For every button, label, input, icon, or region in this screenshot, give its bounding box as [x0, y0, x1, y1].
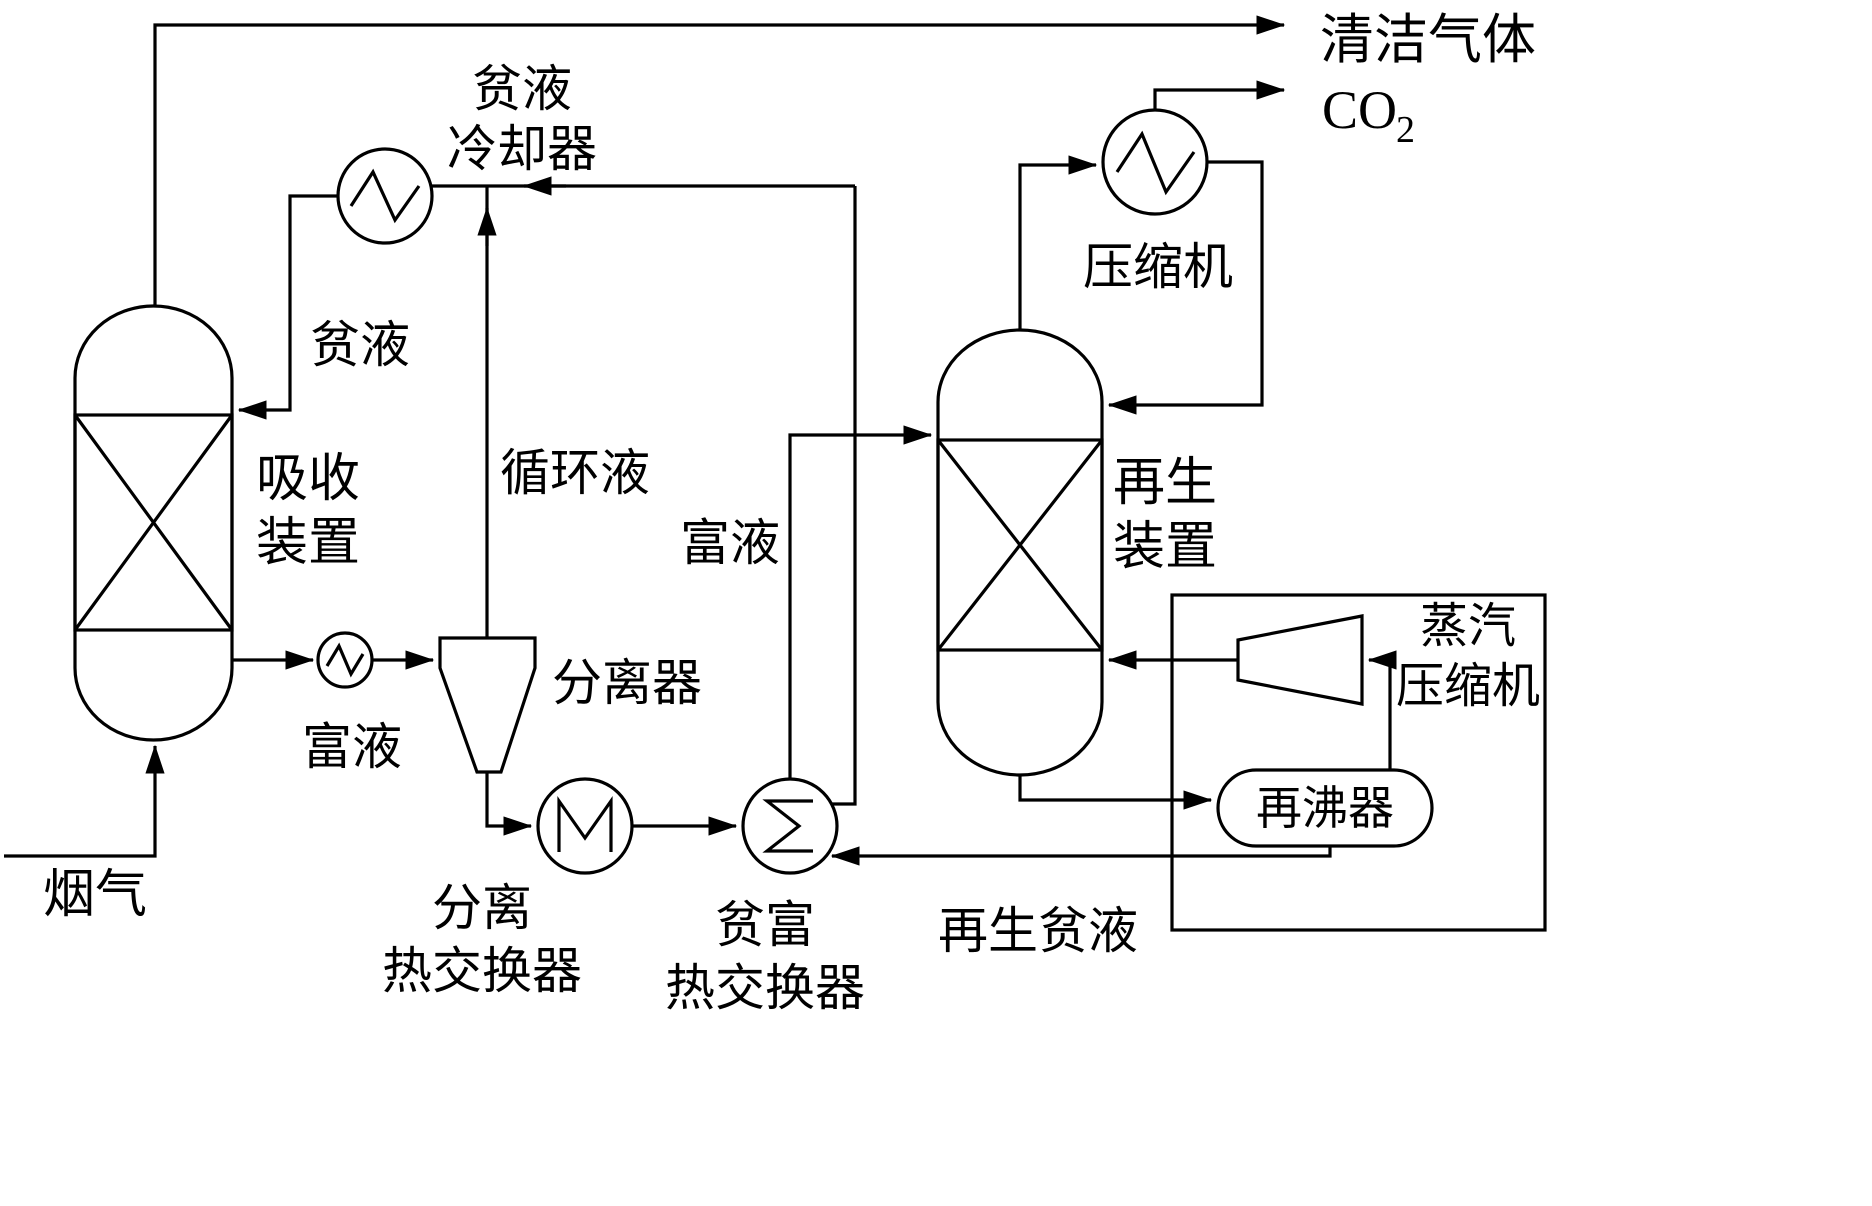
pipe-lean-return-riser	[831, 186, 857, 806]
separator-label: 分离器	[552, 655, 702, 711]
clean-gas-label: 清洁气体	[1320, 10, 1536, 70]
pipe-separator-to-mhx	[485, 772, 533, 836]
separation-hx-label-line1: 分离	[432, 880, 532, 936]
steam-compressor-label-line1: 蒸汽	[1420, 600, 1516, 653]
lean-rich-hx-label-line2: 热交换器	[665, 960, 865, 1016]
pipe-regen-lean	[830, 846, 1332, 866]
pipe-reboiler-to-steamcomp	[1367, 650, 1397, 770]
steam-compressor-unit-boundary	[1170, 593, 1547, 932]
absorber-packing-box	[73, 413, 234, 632]
separator-vessel	[438, 636, 537, 774]
reboiler-vessel	[1216, 768, 1434, 848]
pipe-clean-gas	[153, 15, 1286, 306]
regenerator-packing-cross	[936, 439, 1104, 651]
separation-hx-symbol	[536, 777, 634, 875]
lean-rich-hx-label-line1: 贫富	[715, 897, 815, 953]
regenerator-label-line2: 装置	[1113, 519, 1217, 576]
pipe-rich-to-regenerator	[788, 425, 933, 779]
separation-hx-label-line2: 热交换器	[382, 943, 582, 999]
absorber-packing-cross	[73, 414, 234, 631]
steam-compressor-symbol	[1236, 614, 1364, 706]
absorber-label-line2: 装置	[256, 515, 360, 572]
regen-lean-liquid-label: 再生贫液	[938, 903, 1138, 959]
circulating-liquid-label: 循环液	[500, 445, 650, 501]
flue-gas-label: 烟气	[43, 867, 147, 924]
rich-liquid-exchanger-coil-icon	[325, 642, 365, 678]
regenerator-label-line1: 再生	[1113, 455, 1217, 512]
lean-cooler-label-line2: 冷却器	[447, 121, 597, 177]
pipe-compressor-recycle	[1107, 160, 1264, 415]
pipe-lean-to-absorber	[237, 194, 338, 420]
lean-rich-hx-sigma-icon	[762, 799, 813, 853]
co2-label: CO	[1322, 80, 1397, 140]
reboiler-label: 再沸器	[1256, 783, 1394, 834]
compressor-label: 压缩机	[1083, 239, 1233, 295]
co2-label-subscript: 2	[1396, 109, 1415, 151]
equipment	[73, 108, 1547, 932]
lean-cooler-label-line1: 贫液	[472, 61, 572, 117]
rich-liquid-regen-label: 富液	[680, 515, 780, 571]
pipes	[4, 15, 1397, 866]
pipe-flue-gas	[4, 744, 165, 858]
steam-compressor-label-line2: 压缩机	[1396, 660, 1540, 713]
absorber-label-line1: 吸收	[256, 451, 360, 508]
lean-cooler-coil-icon	[349, 168, 421, 224]
separation-hx-m-icon	[557, 795, 613, 852]
compressor-coil-icon	[1115, 130, 1196, 196]
pipe-regen-overhead	[1018, 155, 1098, 330]
rich-liquid-absorber-label: 富液	[302, 719, 402, 775]
lean-rich-hx-symbol	[741, 777, 839, 875]
regenerator-packing-box	[936, 438, 1104, 652]
regenerator-vessel	[936, 328, 1104, 777]
pipe-column-to-reboiler	[1018, 775, 1213, 810]
pipe-co2-out	[1153, 80, 1286, 110]
labels: 清洁气体 贫液 冷却器 贫液 吸收 装置 烟气 富液 循环液 分离器 分离 热交…	[43, 10, 1540, 1016]
lean-liquid-label: 贫液	[310, 317, 410, 373]
